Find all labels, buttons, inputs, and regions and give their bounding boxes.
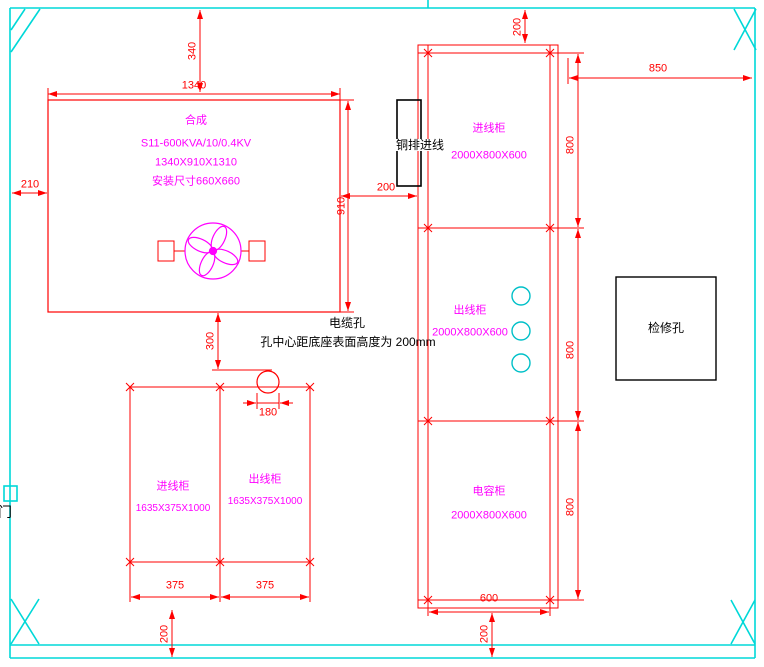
dim-transformer-to-cabinet: 200 [376, 181, 396, 194]
inspection-hole-outline [615, 276, 717, 381]
dim-wall-to-cabinet-top: 200 [511, 17, 524, 37]
dim-cabinet-width-bottom: 600 [479, 592, 499, 605]
transformer-size: 1340X910X1310 [155, 156, 237, 169]
dim-transformer-height: 910 [335, 196, 348, 216]
dim-left-cabinet-bottom-offset: 200 [158, 624, 171, 644]
right-cabinet-incoming-name: 进线柜 [472, 122, 506, 135]
dim-section2-height: 800 [564, 340, 577, 360]
inspection-hole-label: 检修孔 [647, 321, 685, 335]
dim-left-cabinet2-width: 375 [255, 579, 275, 592]
dim-left-cabinet1-width: 375 [165, 579, 185, 592]
cable-hole-note: 孔中心距底座表面高度为 200mm [260, 335, 436, 349]
dim-cabinet-to-wall-right: 850 [648, 62, 668, 75]
dimension-lines [12, 10, 752, 657]
right-cabinet-outgoing-size: 2000X800X600 [432, 326, 508, 339]
dim-cabinet-bottom-offset: 200 [478, 624, 491, 644]
transformer-name: 合成 [185, 114, 207, 127]
left-cabinet-incoming-name: 进线柜 [156, 480, 190, 493]
fan-icon [184, 222, 242, 280]
right-cabinet-capacitor-name: 电容柜 [472, 485, 506, 498]
transformer-outline [47, 99, 341, 313]
dim-wall-to-transformer: 210 [20, 178, 40, 191]
cable-hole-circle [256, 370, 280, 394]
dim-section3-height: 800 [564, 497, 577, 517]
transformer-model: S11-600KVA/10/0.4KV [140, 137, 252, 150]
outlet-hole-circles [511, 286, 531, 373]
corner-break-top-left-icon [10, 8, 41, 53]
fan-mount-brackets [157, 240, 266, 262]
left-cabinet-outgoing-name: 出线柜 [248, 473, 282, 486]
dim-transformer-to-hole: 300 [204, 331, 217, 351]
right-cabinet-capacitor-size: 2000X800X600 [451, 509, 527, 522]
left-cabinet-incoming-size: 1635X375X1000 [135, 503, 211, 514]
dim-section1-height: 800 [564, 135, 577, 155]
dim-transformer-width: 1340 [181, 79, 207, 92]
door-label: 门 [0, 504, 12, 520]
left-cabinet-outline [125, 382, 315, 567]
left-cabinet-outgoing-size: 1635X375X1000 [227, 496, 303, 507]
cable-hole-label: 电缆孔 [328, 316, 366, 330]
corner-break-top-right-icon [733, 8, 757, 51]
transformer-install-size: 安装尺寸660X660 [151, 175, 241, 188]
dim-top-to-transformer: 340 [186, 41, 199, 61]
busbar-inlet-label: 铜排进线 [393, 138, 447, 152]
door-jamb [3, 485, 18, 502]
right-cabinet-outgoing-name: 出线柜 [453, 304, 487, 317]
corner-break-bottom-right-icon [730, 599, 756, 645]
right-cabinet-incoming-size: 2000X800X600 [451, 149, 527, 162]
corner-break-bottom-left-icon [10, 598, 40, 645]
room-walls [3, 0, 757, 659]
dim-hole-offset: 180 [258, 406, 278, 419]
